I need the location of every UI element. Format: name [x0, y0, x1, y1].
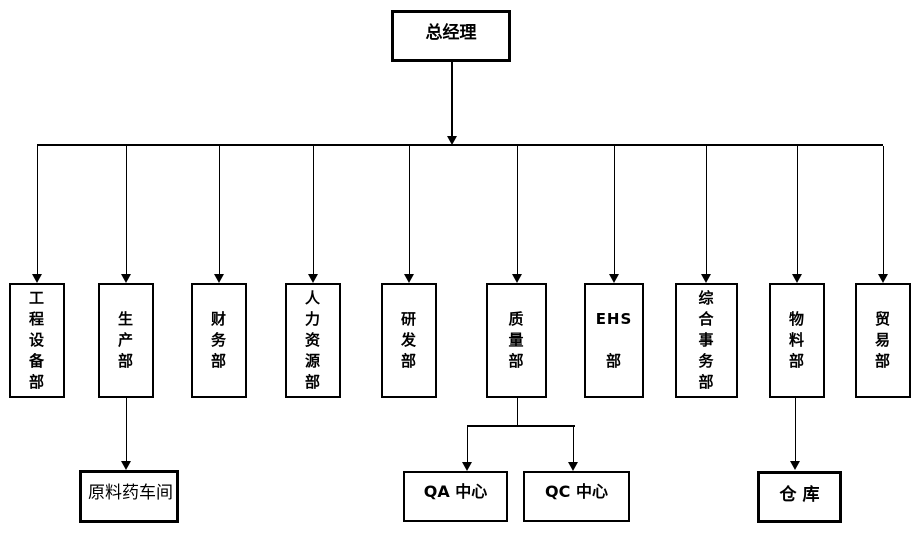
dept-label-trade: 贸 易 部 [874, 310, 891, 370]
connector-quality-stem [517, 398, 518, 426]
connector-production-to-api-workshop [126, 398, 127, 462]
connector-drop-engineering-equipment [37, 146, 38, 274]
arrowhead-qc-center [568, 462, 578, 471]
dept-label-finance: 财 务 部 [210, 310, 227, 370]
arrowhead-production [121, 274, 131, 283]
dept-label-materials: 物 料 部 [788, 310, 805, 370]
connector-drop-general-affairs [706, 146, 707, 274]
connector-drop-production [126, 146, 127, 274]
dept-label-engineering-equipment: 工 程 设 备 部 [28, 289, 45, 391]
dept-box-materials: 物 料 部 [769, 283, 825, 398]
dept-box-ehs: EHS 部 [584, 283, 644, 398]
dept-label-general-affairs: 综 合 事 务 部 [698, 289, 715, 391]
arrowhead-finance [214, 274, 224, 283]
sub-label-warehouse: 仓 库 [779, 485, 820, 505]
connector-main-horizontal [37, 144, 883, 146]
dept-label-production: 生 产 部 [117, 310, 134, 370]
connector-root-vertical [451, 62, 453, 137]
sub-label-api-workshop: 原料药车间 [88, 483, 173, 503]
dept-box-production: 生 产 部 [98, 283, 154, 398]
arrowhead-research-development [404, 274, 414, 283]
dept-box-finance: 财 务 部 [191, 283, 247, 398]
arrowhead-materials [792, 274, 802, 283]
root-box-general-manager: 总经理 [391, 10, 511, 62]
connector-drop-finance [219, 146, 220, 274]
dept-box-research-development: 研 发 部 [381, 283, 437, 398]
arrowhead-trade [878, 274, 888, 283]
root-label: 总经理 [425, 22, 477, 43]
connector-drop-trade [883, 146, 884, 274]
sub-box-qa-center: QA 中心 [403, 471, 508, 522]
connector-branch-to-qc [573, 427, 574, 463]
sub-label-qc-center: QC 中心 [545, 482, 608, 501]
connector-drop-ehs [614, 146, 615, 274]
arrowhead-api-workshop [121, 461, 131, 470]
dept-label-research-development: 研 发 部 [400, 310, 417, 370]
arrowhead-general-affairs [701, 274, 711, 283]
arrowhead-quality [512, 274, 522, 283]
connector-drop-human-resources [313, 146, 314, 274]
dept-box-trade: 贸 易 部 [855, 283, 911, 398]
dept-box-quality: 质 量 部 [486, 283, 547, 398]
arrowhead-qa-center [462, 462, 472, 471]
dept-box-general-affairs: 综 合 事 务 部 [675, 283, 738, 398]
arrowhead-root [447, 136, 457, 145]
dept-box-engineering-equipment: 工 程 设 备 部 [9, 283, 65, 398]
arrowhead-engineering-equipment [32, 274, 42, 283]
connector-quality-branch-horizontal [467, 425, 575, 427]
connector-drop-research-development [409, 146, 410, 274]
connector-branch-to-qa [467, 427, 468, 463]
connector-drop-materials [797, 146, 798, 274]
arrowhead-warehouse [790, 461, 800, 470]
dept-box-human-resources: 人 力 资 源 部 [285, 283, 341, 398]
dept-label-human-resources: 人 力 资 源 部 [304, 289, 321, 391]
dept-label-ehs: EHS 部 [595, 310, 633, 370]
arrowhead-ehs [609, 274, 619, 283]
connector-drop-quality [517, 146, 518, 274]
dept-label-quality: 质 量 部 [508, 310, 525, 370]
sub-box-warehouse: 仓 库 [757, 471, 842, 523]
sub-label-qa-center: QA 中心 [423, 482, 488, 501]
arrowhead-human-resources [308, 274, 318, 283]
sub-box-qc-center: QC 中心 [523, 471, 630, 522]
connector-materials-to-warehouse [795, 398, 796, 462]
sub-box-api-workshop: 原料药车间 [79, 470, 179, 523]
